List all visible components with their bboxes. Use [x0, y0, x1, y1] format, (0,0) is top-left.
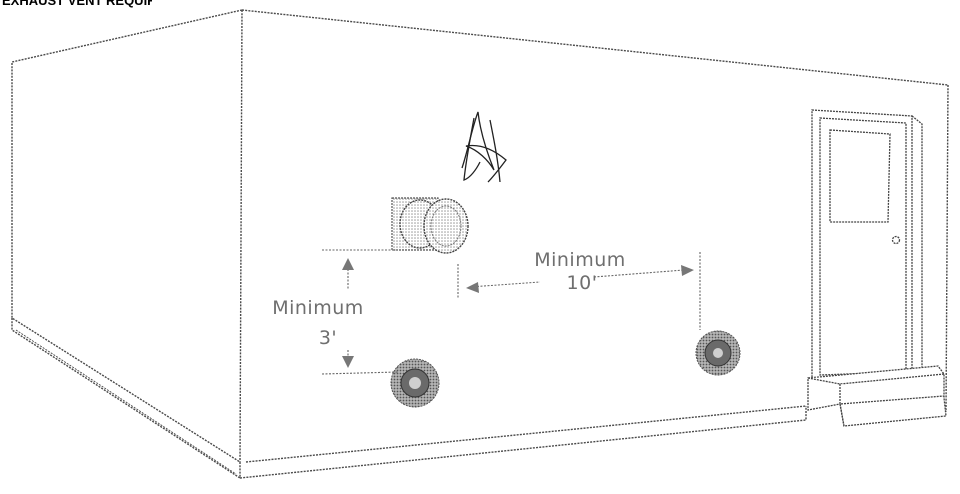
roof-edge	[241, 9, 949, 86]
step-riser-2	[839, 403, 845, 427]
left-dimension-line	[469, 281, 541, 288]
front-corner-edge	[239, 9, 243, 463]
down-arrow	[342, 356, 354, 368]
front-wall-bottom	[245, 405, 807, 463]
gas-meter-icon	[391, 197, 469, 254]
left-wall	[11, 9, 243, 463]
door-frame	[811, 109, 913, 381]
foundation-left	[11, 318, 241, 479]
horizontal-min-label: Minimum	[534, 249, 626, 271]
door-window	[829, 129, 891, 223]
door-panel	[819, 117, 907, 376]
entry-steps	[807, 365, 947, 427]
building-outline	[11, 9, 949, 479]
foundation-left-inner	[15, 329, 237, 475]
clipped-heading: EXHAUST VENT REQUIREMENTS	[2, 0, 152, 8]
exhaust-vent-left	[390, 358, 440, 408]
signature-mark	[461, 111, 507, 183]
vertical-dimension	[321, 249, 399, 375]
foundation-front	[239, 406, 807, 479]
up-arrow	[342, 258, 354, 270]
left-arrow	[466, 282, 479, 293]
vertical-value-label: 3'	[319, 327, 337, 349]
door-jamb	[911, 115, 923, 370]
horizontal-value-label: 10'	[567, 272, 598, 294]
right-dimension-line	[593, 269, 685, 278]
right-arrow	[681, 265, 694, 276]
lower-extension-line	[321, 371, 399, 375]
door	[811, 109, 923, 381]
step-upper-edge	[807, 373, 945, 385]
horizontal-dimension	[457, 252, 701, 330]
door-knob	[891, 235, 901, 245]
right-wall-edge	[945, 84, 949, 413]
exhaust-vent-right	[695, 330, 741, 376]
vertical-min-label: Minimum	[272, 297, 364, 319]
